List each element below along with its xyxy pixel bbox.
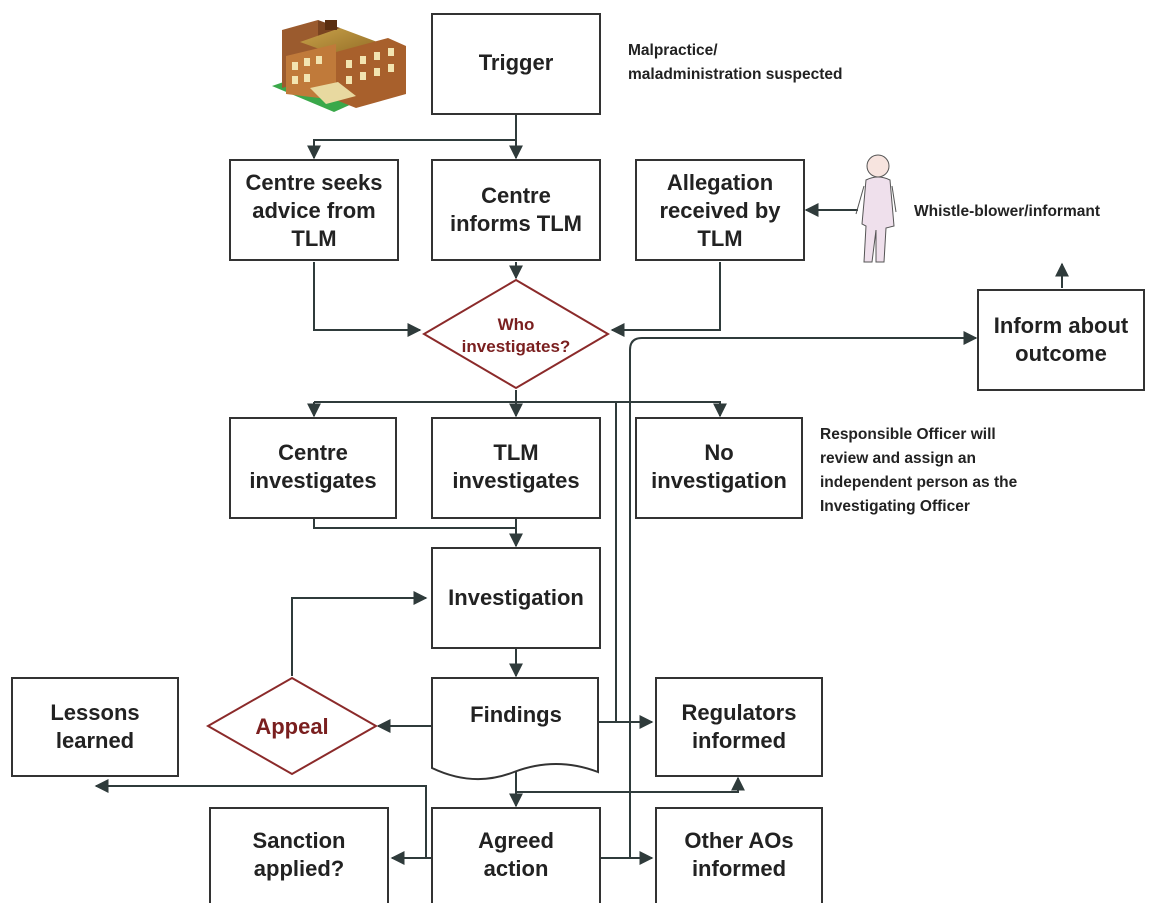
- tlm-investigates-line2: investigates: [452, 468, 579, 493]
- trigger-box: Trigger: [431, 13, 601, 115]
- trigger-label: Trigger: [479, 50, 554, 75]
- whistleblower-note: Whistle-blower/informant: [914, 203, 1100, 220]
- connectors: [94, 115, 1069, 865]
- no-investigation-box: No investigation: [635, 417, 803, 519]
- agreed-action-line2: action: [484, 856, 549, 881]
- agreed-action-box: Agreed action: [431, 807, 601, 903]
- other-aos-line1: Other AOs: [684, 828, 793, 853]
- sanction-line1: Sanction: [253, 828, 346, 853]
- person-icon: [855, 154, 897, 263]
- school-building-icon: [272, 20, 406, 112]
- centre-seeks-line2: advice from: [252, 198, 376, 223]
- malpractice-line1: Malpractice/: [628, 42, 718, 59]
- responsible-officer-line4: Investigating Officer: [820, 498, 970, 515]
- sanction-line2: applied?: [254, 856, 344, 881]
- lessons-learned-box: Lessons learned: [11, 677, 179, 777]
- lessons-line2: learned: [56, 728, 134, 753]
- agreed-action-line1: Agreed: [478, 828, 554, 853]
- other-aos-line2: informed: [692, 856, 786, 881]
- who-investigates-line2: investigates?: [462, 337, 571, 356]
- malpractice-line2: maladministration suspected: [628, 66, 842, 83]
- sanction-applied-box: Sanction applied?: [209, 807, 389, 903]
- allegation-line2: received by: [659, 198, 781, 223]
- investigation-box: Investigation: [431, 547, 601, 649]
- other-aos-informed-box: Other AOs informed: [655, 807, 823, 903]
- investigation-label: Investigation: [448, 585, 584, 610]
- inform-outcome-box: Inform about outcome: [977, 289, 1145, 391]
- centre-informs-line1: Centre: [481, 183, 551, 208]
- centre-investigates-line2: investigates: [249, 468, 376, 493]
- no-investigation-line1: No: [704, 440, 733, 465]
- responsible-officer-line3: independent person as the: [820, 474, 1018, 491]
- regulators-line2: informed: [692, 728, 786, 753]
- tlm-investigates-box: TLM investigates: [431, 417, 601, 519]
- lessons-line1: Lessons: [50, 700, 139, 725]
- allegation-line1: Allegation: [667, 170, 773, 195]
- centre-seeks-advice-box: Centre seeks advice from TLM: [229, 159, 399, 261]
- findings-label: Findings: [470, 702, 562, 727]
- who-investigates-line1: Who: [498, 315, 535, 334]
- inform-outcome-line1: Inform about: [994, 313, 1129, 338]
- allegation-box: Allegation received by TLM: [635, 159, 805, 261]
- allegation-line3: TLM: [697, 226, 742, 251]
- centre-informs-box: Centre informs TLM: [431, 159, 601, 261]
- centre-seeks-line3: TLM: [291, 226, 336, 251]
- malpractice-note: Malpractice/ maladministration suspected: [628, 42, 842, 83]
- responsible-officer-line2: review and assign an: [820, 450, 976, 467]
- regulators-line1: Regulators: [682, 700, 797, 725]
- who-investigates-decision: Who investigates?: [422, 278, 610, 390]
- no-investigation-line2: investigation: [651, 468, 787, 493]
- inform-outcome-line2: outcome: [1015, 341, 1107, 366]
- centre-seeks-line1: Centre seeks: [246, 170, 383, 195]
- centre-investigates-line1: Centre: [278, 440, 348, 465]
- tlm-investigates-line1: TLM: [493, 440, 538, 465]
- whistleblower-label: Whistle-blower/informant: [914, 203, 1100, 220]
- regulators-informed-box: Regulators informed: [655, 677, 823, 777]
- appeal-decision: Appeal: [205, 676, 379, 776]
- responsible-officer-note: Responsible Officer will review and assi…: [820, 426, 1018, 515]
- centre-investigates-box: Centre investigates: [229, 417, 397, 519]
- findings-document: Findings: [431, 677, 599, 781]
- responsible-officer-line1: Responsible Officer will: [820, 426, 996, 443]
- centre-informs-line2: informs TLM: [450, 211, 582, 236]
- appeal-label: Appeal: [255, 714, 328, 739]
